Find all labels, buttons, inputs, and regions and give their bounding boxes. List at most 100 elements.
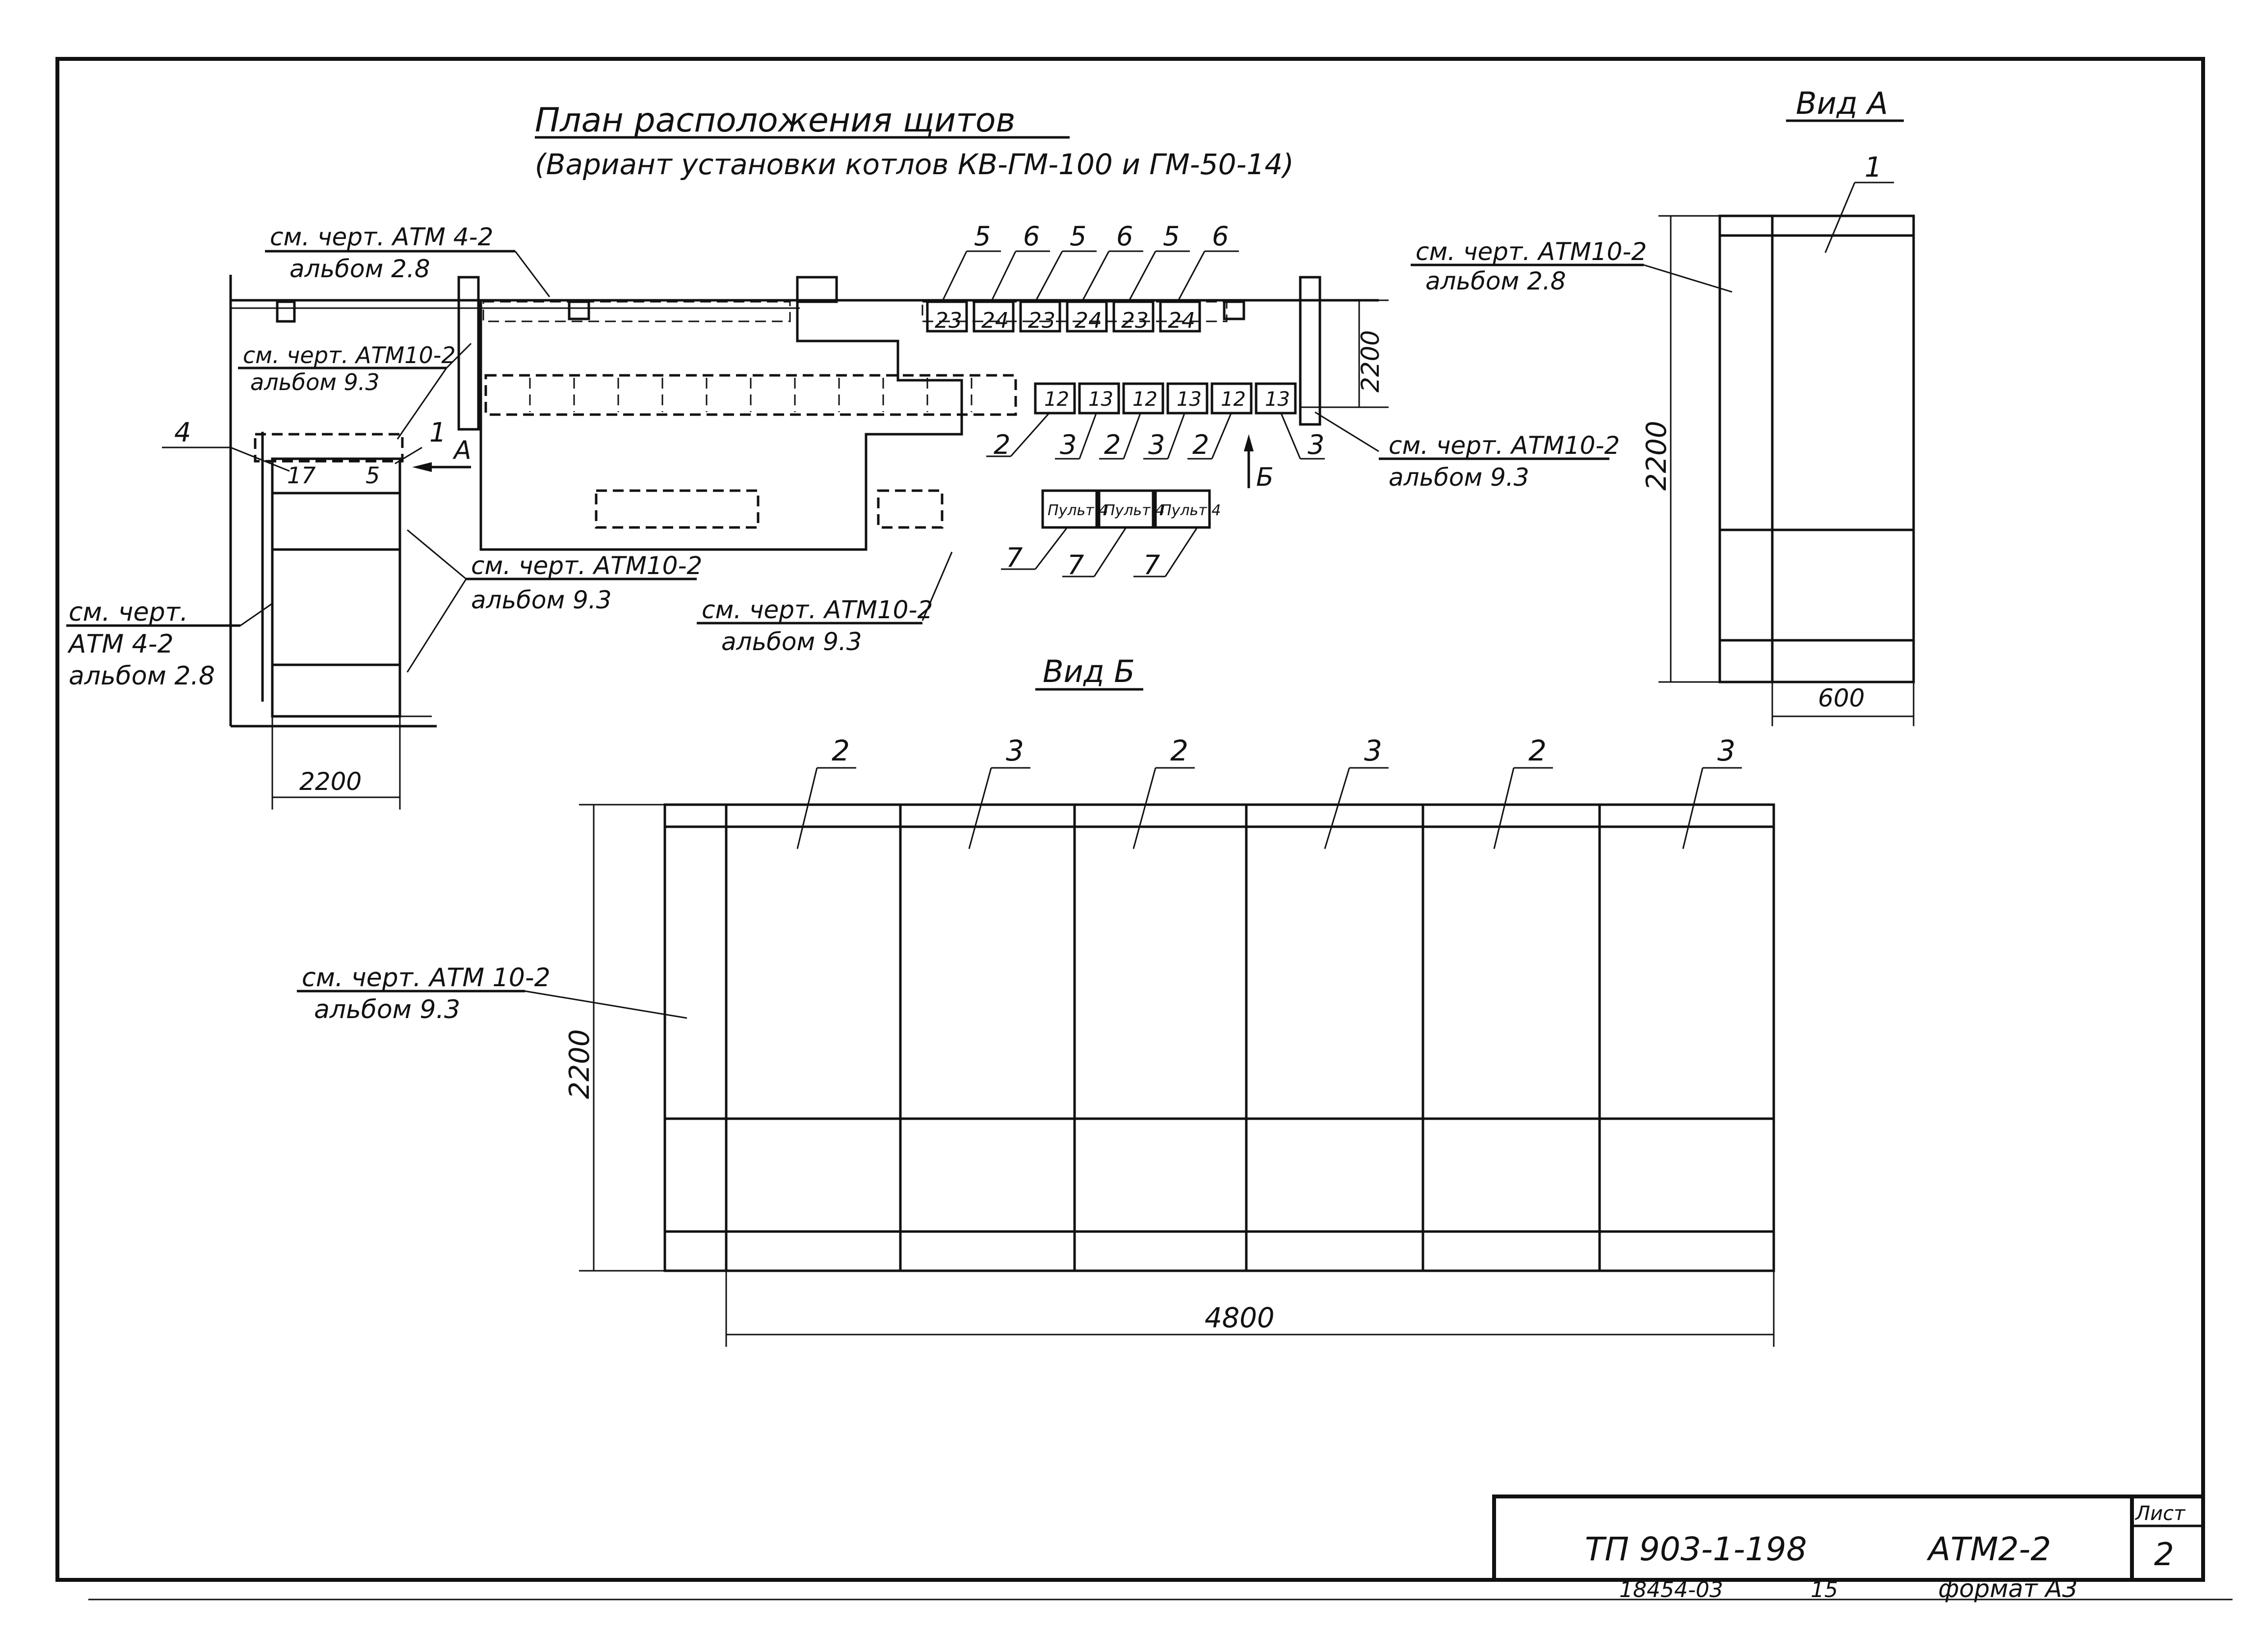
svg-text:2: 2 xyxy=(1192,429,1209,460)
plan-top-panels-row xyxy=(482,301,1228,322)
svg-text:6: 6 xyxy=(1023,221,1040,252)
plan-column-right xyxy=(1299,276,1321,426)
plan-small-box-top xyxy=(568,300,590,320)
plan-column-mid xyxy=(796,276,838,303)
plan-title: План расположения щитов xyxy=(535,101,1016,140)
view-a-ref-line2: альбом 2.8 xyxy=(1425,267,1566,295)
view-a-dim-width: 600 xyxy=(1818,684,1865,712)
svg-text:23: 23 xyxy=(935,308,962,333)
ref-atm10-bottom-line1: см. черт. АТМ10-2 xyxy=(471,551,702,580)
svg-text:3: 3 xyxy=(1006,734,1024,767)
view-b-dim-width: 4800 xyxy=(1205,1302,1275,1334)
console-pos: 7 7 7 xyxy=(1001,527,1198,580)
ref-atm10-bottom-line2: альбом 9.3 xyxy=(471,586,612,614)
svg-text:24: 24 xyxy=(1168,308,1195,333)
label-5: 5 xyxy=(366,462,380,489)
view-b-title: Вид Б xyxy=(1043,654,1135,689)
title-block-page-number: 15 xyxy=(1811,1577,1838,1602)
svg-text:13: 13 xyxy=(1177,388,1202,411)
ref-atm10-mid-leader xyxy=(921,551,953,621)
ref-atm4-top-line2: альбом 2.8 xyxy=(289,255,430,283)
ref-atm4-left-line1: см. черт. xyxy=(69,598,188,627)
left-panel-block-2 xyxy=(271,548,401,666)
label-b: Б xyxy=(1256,463,1274,492)
plan-dim-2200-left: 2200 xyxy=(299,767,362,796)
view-b-ref-line2: альбом 9.3 xyxy=(314,995,460,1024)
consoles xyxy=(1041,489,1211,529)
plan-pos-numbers-top: 5 6 5 6 5 6 xyxy=(974,221,1229,252)
title-block-format: формат А3 xyxy=(1938,1574,2077,1603)
view-b-ref-leader xyxy=(525,990,687,1019)
svg-text:12: 12 xyxy=(1044,388,1069,411)
svg-text:7: 7 xyxy=(1006,542,1023,573)
view-a-pos: 1 xyxy=(1865,152,1882,184)
view-b-panel-row xyxy=(663,803,1775,1272)
svg-text:3: 3 xyxy=(1060,429,1077,460)
ref-atm10-right-line2: альбом 9.3 xyxy=(1389,463,1529,492)
plan-small-box-top2 xyxy=(1223,300,1245,320)
svg-text:5: 5 xyxy=(1070,221,1086,252)
title-block-sheet-number: 2 xyxy=(2154,1537,2174,1573)
plan-main-panels-row xyxy=(484,374,1017,416)
svg-text:3: 3 xyxy=(1148,429,1165,460)
svg-text:3: 3 xyxy=(1717,734,1735,767)
sheet-frame xyxy=(55,57,2205,1582)
ref-atm4-left-line2: АТМ 4-2 xyxy=(67,629,174,659)
title-block-inv-number: 18454-03 xyxy=(1619,1577,1723,1602)
view-a-pos-leader xyxy=(1824,182,1856,253)
arrow-a-head xyxy=(412,462,432,472)
label-4-leader2 xyxy=(230,446,290,472)
svg-text:23: 23 xyxy=(1121,308,1149,333)
plan-room-dashed-box-small xyxy=(877,489,944,529)
ref-atm10-mid-line2: альбом 9.3 xyxy=(721,628,862,656)
svg-text:2: 2 xyxy=(832,734,850,767)
view-b-dim-height: 2200 xyxy=(564,1029,596,1099)
plan-right-cells xyxy=(1034,382,1297,415)
ref-atm10-left-leader xyxy=(446,342,472,369)
ref-atm10-left-leader2 xyxy=(396,367,447,440)
svg-text:2: 2 xyxy=(1528,734,1547,767)
ref-atm10-bottom-leader1 xyxy=(407,529,467,580)
label-1-leader xyxy=(394,446,422,465)
left-panel-block-3 xyxy=(271,663,401,718)
label-4: 4 xyxy=(174,417,191,448)
plan-subtitle: (Вариант установки котлов КВ-ГМ-100 и ГМ… xyxy=(535,148,1294,181)
plan-column-left xyxy=(276,300,296,323)
plan-pos-leaders-top xyxy=(941,250,1239,302)
ref-atm4-left-leader xyxy=(240,603,273,627)
svg-text:Пульт 4: Пульт 4 xyxy=(1104,502,1164,519)
plan-room-dashed-box xyxy=(595,489,760,529)
left-panel-top xyxy=(254,433,404,463)
svg-text:13: 13 xyxy=(1265,388,1290,411)
svg-text:12: 12 xyxy=(1221,388,1246,411)
label-17: 17 xyxy=(287,462,316,489)
ref-atm10-right-leader xyxy=(1315,411,1379,452)
svg-text:3: 3 xyxy=(1308,429,1324,460)
svg-text:2: 2 xyxy=(1104,429,1121,460)
view-b-pos-numbers: 2 3 2 3 2 3 xyxy=(832,734,1735,767)
view-b-panel-dividers xyxy=(725,805,1601,1271)
view-a-dim-height: 2200 xyxy=(1641,420,1673,491)
svg-text:Пульт 4: Пульт 4 xyxy=(1160,502,1221,519)
svg-text:5: 5 xyxy=(974,221,991,252)
svg-text:23: 23 xyxy=(1028,308,1055,333)
svg-text:Пульт 4: Пульт 4 xyxy=(1048,502,1108,519)
plan-dim-2200-right: 2200 xyxy=(1356,330,1385,393)
ref-atm10-mid-line1: см. черт. АТМ10-2 xyxy=(702,596,933,624)
svg-text:24: 24 xyxy=(1075,308,1102,333)
title-block-doc: АТМ2-2 xyxy=(1926,1530,2051,1568)
ref-atm4-left-line3: альбом 2.8 xyxy=(69,661,215,691)
plan-pos-leaders-bottom xyxy=(986,412,1325,460)
ref-atm10-left-line1: см. черт. АТМ10-2 xyxy=(243,342,456,368)
view-b-pos-leaders xyxy=(796,767,1742,849)
ref-atm10-left-line2: альбом 9.3 xyxy=(250,369,380,395)
plan-top-cells xyxy=(926,300,1201,333)
view-a-panel xyxy=(1718,214,1915,683)
label-1: 1 xyxy=(429,417,446,448)
title-block-code: ТП 903-1-198 xyxy=(1585,1530,1807,1568)
ref-atm4-top-leader xyxy=(514,251,551,297)
svg-text:6: 6 xyxy=(1116,221,1133,252)
ref-atm10-bottom-leader2 xyxy=(406,578,467,673)
svg-text:2: 2 xyxy=(994,429,1010,460)
